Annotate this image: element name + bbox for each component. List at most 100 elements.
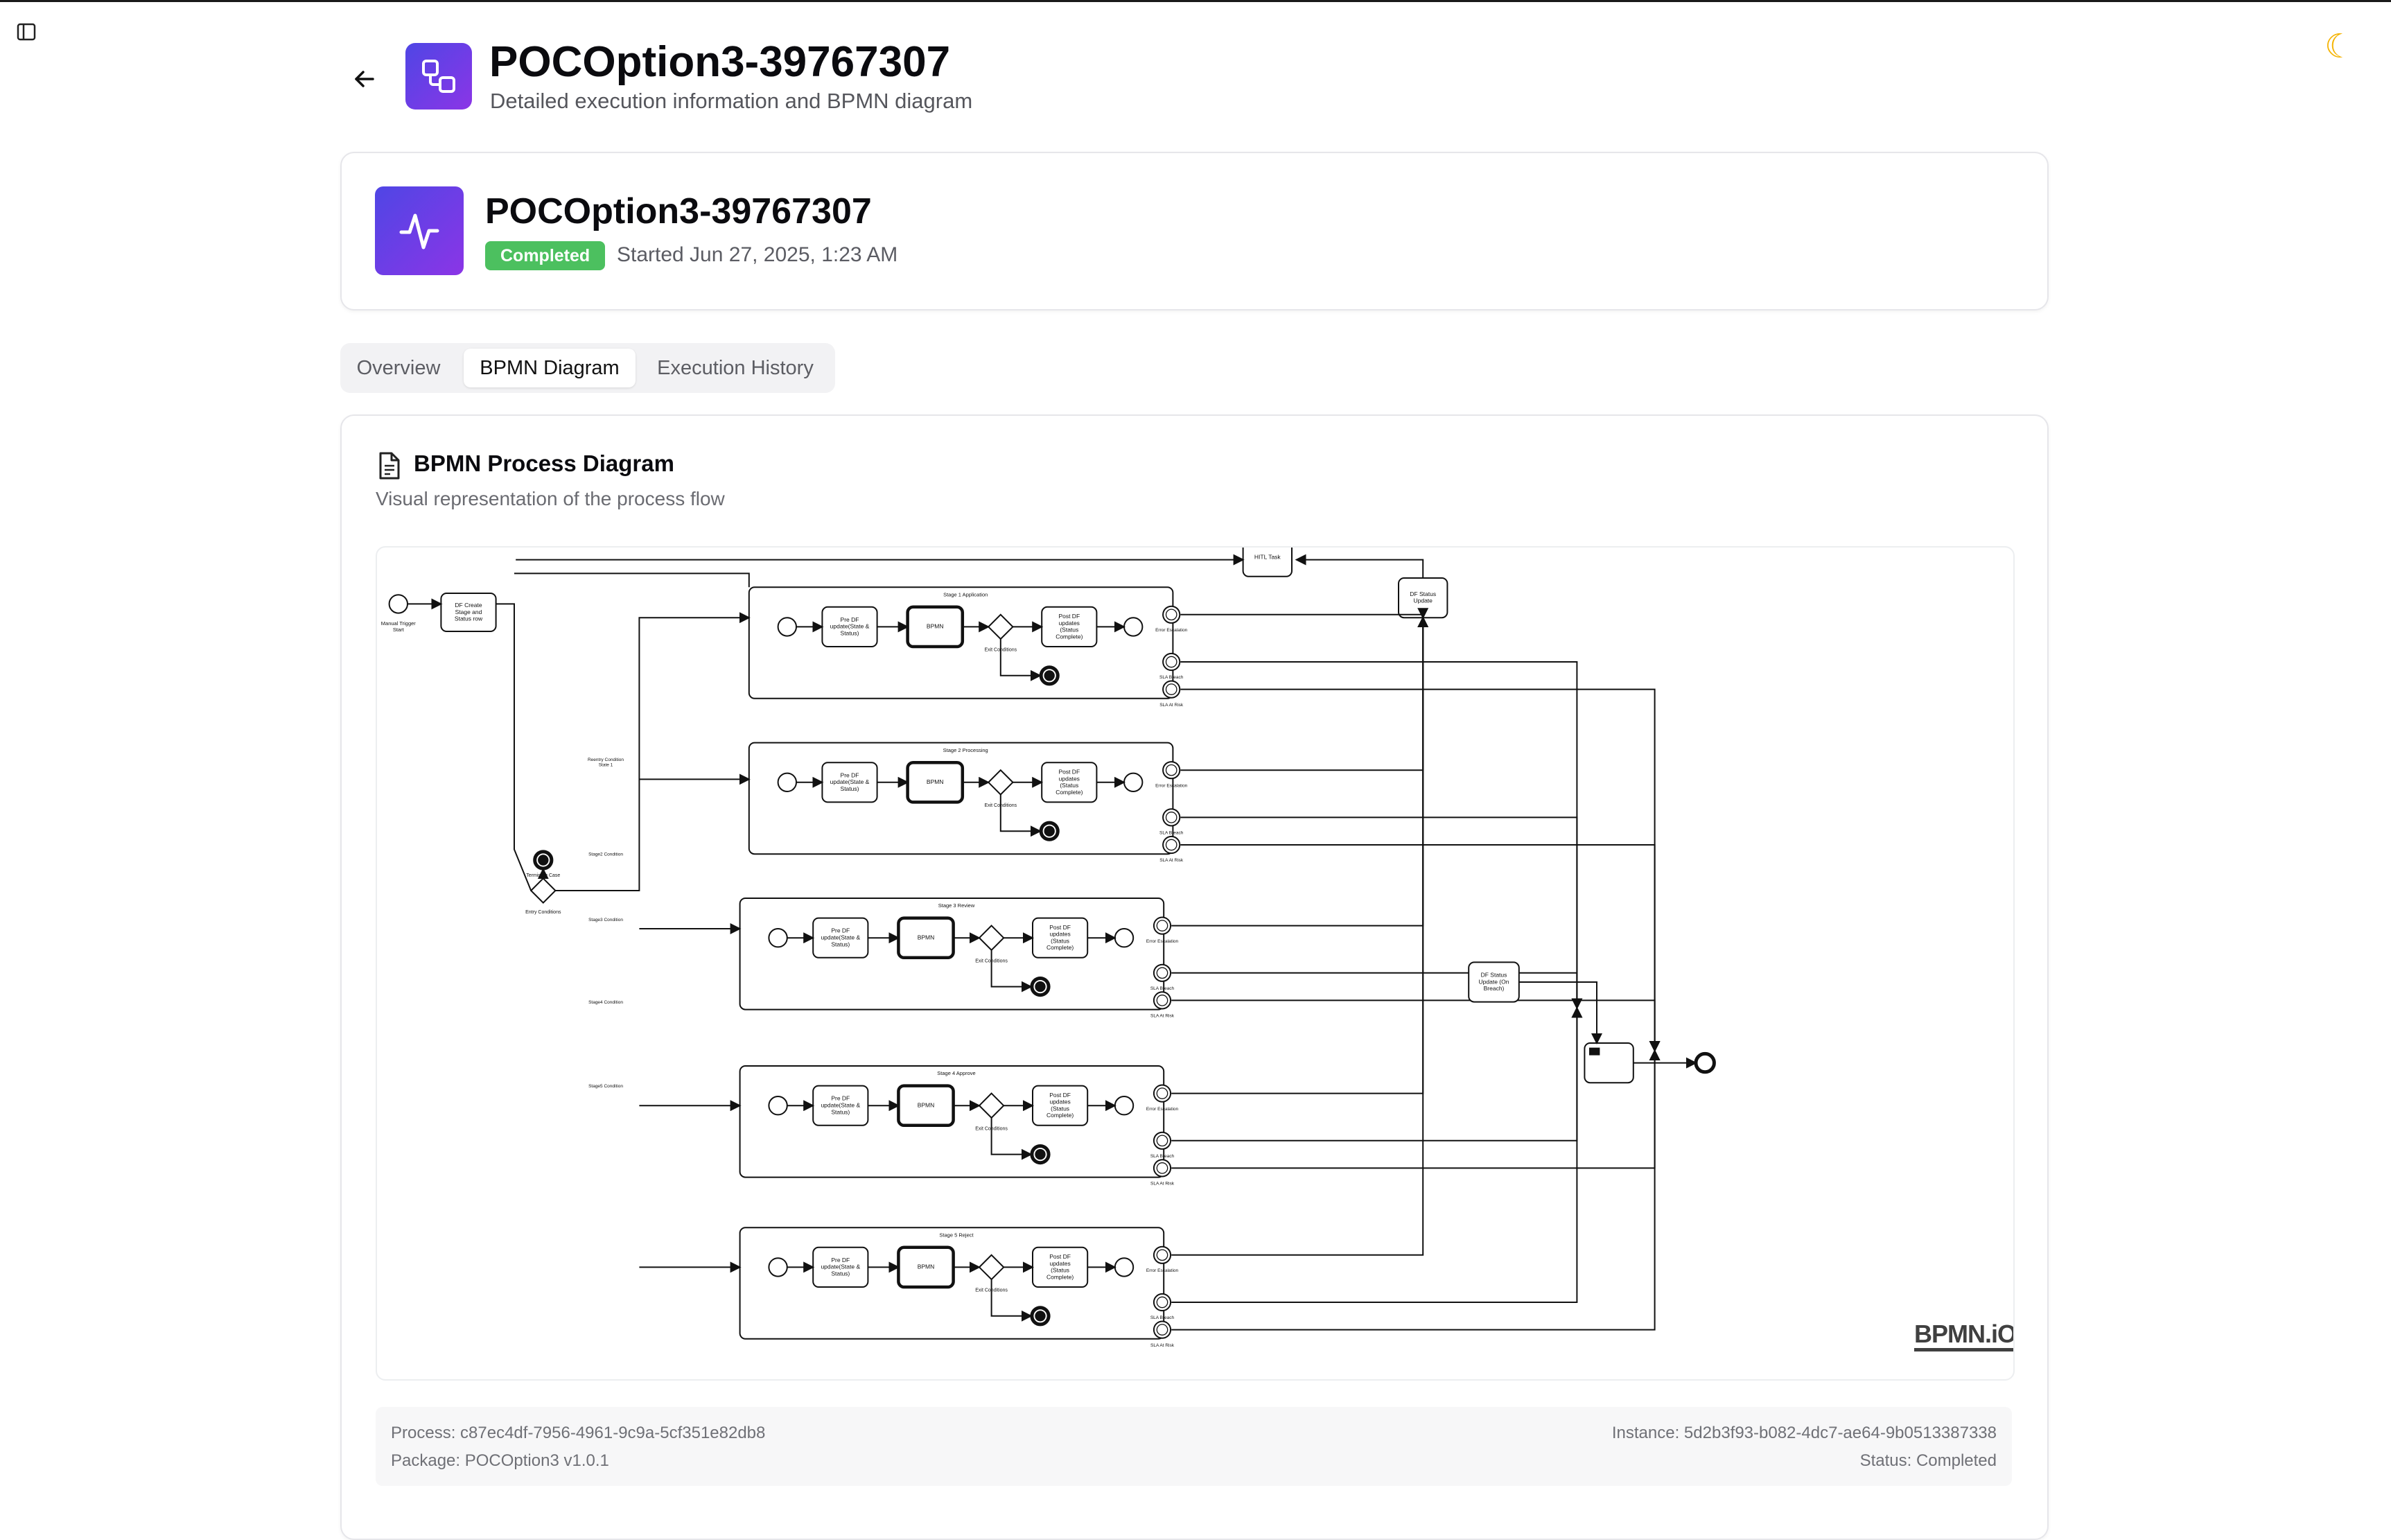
back-arrow-icon[interactable] [349,64,380,94]
flow-label-stage3: Stage3 Condition [588,918,623,922]
activity-icon [375,186,464,275]
flow-escalation-2 [1180,616,1429,771]
tab-execution-history[interactable]: Execution History [657,357,814,379]
entry-conditions-label: Entry Conditions [525,910,561,915]
diagram-title: BPMN Process Diagram [414,450,674,476]
diagram-footer: Process: c87ec4df-7956-4961-9c9a-5cf351e… [376,1407,2012,1486]
stage-1-terminate-core [1044,670,1055,681]
bpmn-diagram-card: BPMN Process Diagram Visual representati… [340,414,2049,1540]
stage-4-bpmn-task-label: BPMN [918,1101,935,1108]
stage-2-terminate-core [1044,825,1055,837]
stage-1-end [1123,617,1144,637]
stage-5-name: Stage 5 Reject [939,1232,974,1238]
status-badge: Completed [485,241,606,270]
flow-escalation-3 [1171,616,1429,927]
stage-4-boundary-1 [1153,1084,1172,1103]
package-version: Package: POCOption3 v1.0.1 [391,1451,609,1470]
stage-3-terminate-core [1035,981,1046,992]
stage-2-start [777,772,797,792]
instance-id: Instance: 5d2b3f93-b082-4dc7-ae64-9b0513… [1611,1424,1997,1442]
flow-risk-4 [1171,1049,1661,1169]
stage-5-boundary-label-3: SLA At Risk [1150,1343,1175,1348]
stage-4-boundary-label-2: SLA Breach [1150,1154,1175,1159]
flow-breach-1 [1180,661,1583,1010]
stage-4-terminate-core [1035,1148,1046,1160]
process-id: Process: c87ec4df-7956-4961-9c9a-5cf351e… [391,1424,766,1442]
page-title: POCOption3-39767307 [489,38,951,86]
stage-5-boundary-3 [1153,1320,1172,1339]
stage-1-boundary-label-2: SLA Breach [1159,675,1184,680]
stage-2-name: Stage 2 Processing [943,747,988,753]
flow-breach-5 [1171,1006,1583,1303]
stage-1-boundary-2 [1162,652,1181,672]
execution-summary-card: POCOption3-39767307 Completed Started Ju… [340,152,2049,310]
stage-4-end [1114,1096,1135,1116]
stage-4-start [768,1096,788,1116]
stage-2-boundary-3 [1162,835,1181,855]
entry-conditions-gateway [529,877,557,904]
stage-3-boundary-label-1: Error Escalation [1146,939,1179,944]
flow-breach-to-script [1518,981,1602,1044]
stage-3-name: Stage 3 Review [938,902,975,909]
stage-4-boundary-label-1: Error Escalation [1146,1107,1179,1112]
hitl-task [1242,548,1293,577]
stage-3-start [768,928,788,948]
sequence-flow [990,1279,1033,1322]
tab-bar: Overview BPMN Diagram Execution History [340,343,835,393]
flow-to-stage1 [555,612,751,891]
stage-3-bpmn-task-label: BPMN [918,934,935,940]
stage-5-end [1114,1257,1135,1277]
tab-overview[interactable]: Overview [356,357,441,379]
stage-5-bpmn-task-label: BPMN [918,1263,935,1270]
diagram-subtitle: Visual representation of the process flo… [376,488,725,509]
execution-title: POCOption3-39767307 [485,191,872,231]
stage-3-boundary-1 [1153,916,1172,935]
start-event [388,594,408,614]
flow-risk-3 [1171,999,1661,1052]
workflow-icon [405,43,472,110]
flow-loop-stage1 [514,572,750,588]
sequence-flow [999,639,1042,681]
stage-2-end [1123,772,1144,792]
stage-5-boundary-label-1: Error Escalation [1146,1268,1179,1273]
stage-4-boundary-3 [1153,1159,1172,1178]
stage-3-boundary-3 [1153,991,1172,1010]
stage-2-bpmn-task-label: BPMN [927,778,944,785]
stage-2-boundary-1 [1162,761,1181,780]
stage-2-boundary-label-3: SLA At Risk [1159,858,1184,863]
bpmn-io-logo[interactable]: BPMN.iO [1914,1320,2013,1351]
stage-2-boundary-2 [1162,808,1181,827]
script-task-marker [1589,1047,1600,1056]
flow-escalation-1 [1180,608,1429,620]
flow-create-to-entry [496,603,532,891]
stage-1-name: Stage 1 Application [943,591,988,597]
stage-1-boundary-1 [1162,605,1181,624]
sequence-flow [990,1117,1033,1160]
flow-breach-3 [1171,972,1583,1010]
stage-4-boundary-2 [1153,1131,1172,1150]
dark-mode-moon-icon[interactable]: ☾ [2324,28,2355,65]
stage-5-boundary-label-2: SLA Breach [1150,1315,1175,1320]
stage-4-boundary-label-3: SLA At Risk [1150,1182,1175,1187]
stage-5-boundary-2 [1153,1293,1172,1312]
flow-risk-2 [1180,844,1661,1052]
window-top-border [0,0,2391,2]
stage-1-bpmn-task-label: BPMN [927,623,944,630]
tab-bpmn-diagram[interactable]: BPMN Diagram [464,349,636,387]
instance-status: Status: Completed [1859,1451,1997,1470]
sequence-flow [990,950,1033,992]
stage-1-start [777,617,797,637]
stage-2-boundary-label-2: SLA Breach [1159,831,1184,836]
stage-3-end [1114,928,1135,948]
sidebar-toggle-icon[interactable] [15,21,37,43]
